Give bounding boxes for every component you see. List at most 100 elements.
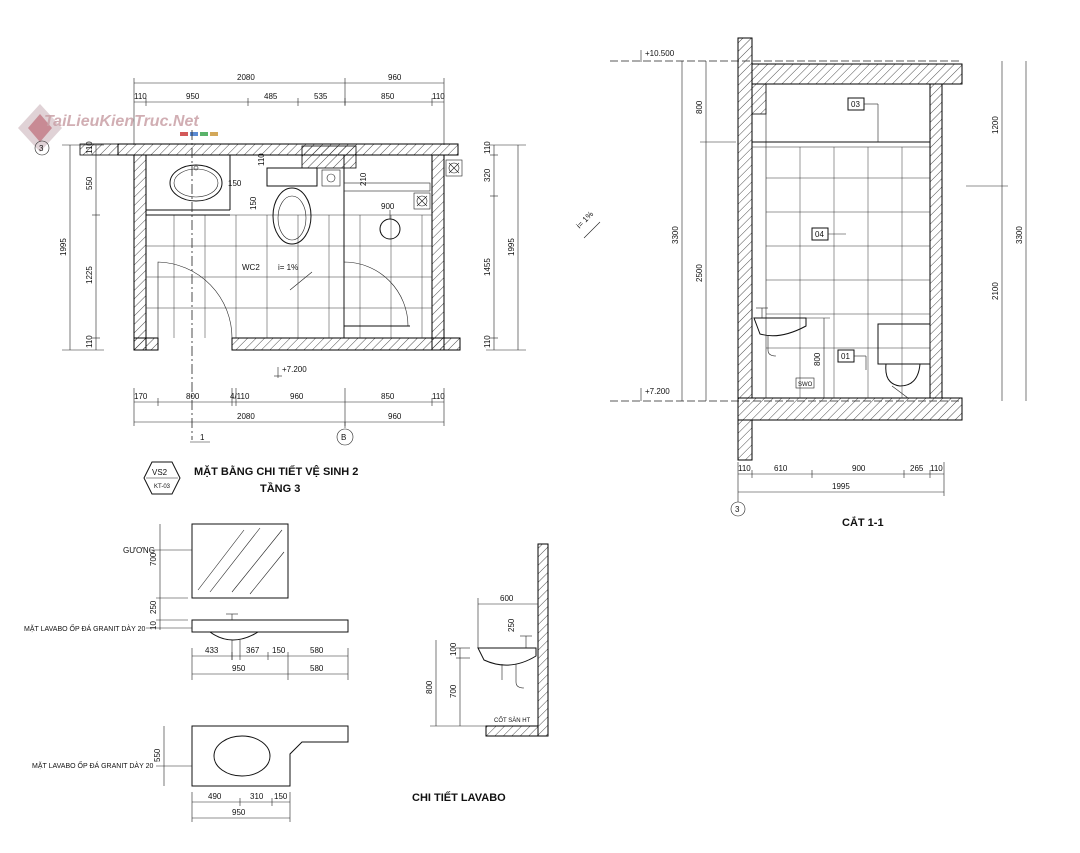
mirror-icon: [191, 523, 289, 599]
plan-bottom-2: 310: [250, 792, 264, 801]
counter-label: MẶT LAVABO ỐP ĐÁ GRANIT DÀY 20: [24, 623, 145, 633]
section-title: CẮT 1-1: [842, 516, 884, 529]
dim-left-3: 1225: [85, 266, 94, 284]
floor-label: CỐT SÀN HT: [494, 717, 531, 724]
counter-basin-icon: [213, 735, 271, 777]
dim-bottom-3: 4/110: [230, 392, 250, 401]
section-bottom-dim-4: 265: [910, 464, 924, 473]
dim-bottom-2: 800: [186, 392, 200, 401]
dim-inner-4: 210: [359, 172, 368, 186]
elev-bottom-1: 433: [205, 646, 219, 655]
counter-plan: [191, 725, 349, 787]
section-sink-height: 800: [813, 352, 822, 366]
grid-marker-3: 3: [39, 144, 44, 153]
elev-total-2: 580: [310, 664, 324, 673]
door-swing-2: [343, 261, 409, 338]
dim-inner-2: 150: [249, 196, 258, 210]
section-bottom-dim-2: 610: [774, 464, 788, 473]
elev-dim-3: 10: [149, 621, 158, 630]
plan-sink-icon: [169, 164, 223, 202]
dim-bottom-5: 850: [381, 392, 395, 401]
side-dim-800: 800: [425, 680, 434, 694]
grid-bubble-3: [34, 140, 50, 156]
elev-bottom-3: 150: [272, 646, 286, 655]
elev-total-1: 950: [232, 664, 246, 673]
tag-01-text: 01: [841, 352, 850, 361]
door-swing-1: [157, 261, 233, 339]
floor-plan: 2080 960 110 950 485 535 850 110: [34, 73, 526, 495]
plan-dim-550: 550: [153, 748, 162, 762]
section-right-dim-2: 2100: [991, 282, 1000, 300]
room-label: WC2: [242, 263, 260, 272]
grid-bubble-b: [336, 428, 354, 446]
dim-left-total: 1995: [59, 238, 68, 256]
elev-dim-2: 250: [149, 600, 158, 614]
dim-top-6: 110: [432, 92, 445, 101]
plan-slope: i= 1%: [278, 263, 298, 272]
dim-inner-3: 110: [257, 153, 266, 166]
plan-bottom-3: 150: [274, 792, 288, 801]
section-bottom-dim-5: 110: [930, 464, 943, 473]
grid-marker-b: B: [341, 433, 346, 442]
dim-top-5: 850: [381, 92, 395, 101]
plan-tag-top: VS2: [152, 468, 168, 477]
counter-elevation: [191, 619, 349, 633]
wall-tiles: [766, 147, 930, 398]
section-grid-bubble: [730, 501, 746, 517]
watermark-text: TaiLieuKienTruc.Net: [44, 113, 199, 130]
dim-top-3: 485: [264, 92, 278, 101]
elev-bottom-2: 367: [246, 646, 260, 655]
floor-drain-icon: [413, 192, 431, 210]
plan-bottom-1: 490: [208, 792, 222, 801]
dim-bottom-4: 960: [290, 392, 304, 401]
watermark-logo: TaiLieuKienTruc.Net: [18, 104, 218, 152]
dim-right-total: 1995: [507, 238, 516, 256]
grid-marker-1: 1: [200, 433, 205, 442]
dim-top-1: 110: [134, 92, 147, 101]
dim-left-1: 110: [85, 141, 94, 154]
dim-bottom-total-2: 960: [388, 412, 402, 421]
side-sink-icon: [477, 635, 537, 689]
dim-right-1: 110: [483, 141, 492, 154]
section-level-bottom: +7.200: [645, 387, 670, 396]
floor-drain-icon-2: [445, 159, 463, 177]
elev-bottom-4: 580: [310, 646, 324, 655]
dim-left-2: 550: [85, 176, 94, 190]
tag-04-text: 04: [815, 230, 824, 239]
dim-inner-1: 150: [228, 179, 242, 188]
plan-bottom-total: 950: [232, 808, 246, 817]
section-slope: i= 1%: [575, 210, 596, 231]
dim-top-total-1: 2080: [237, 73, 255, 82]
plan-tag: VS2 KT-03: [143, 461, 181, 495]
floor-tiles: [146, 155, 432, 338]
section-1-1: i= 1% +10.500 +7.200: [575, 37, 1027, 529]
side-dim-250: 250: [507, 618, 516, 632]
section-bottom-dim-1: 110: [738, 464, 751, 473]
section-plate-text: SWO: [798, 382, 813, 388]
dim-top-2: 950: [186, 92, 200, 101]
dim-right-3: 1455: [483, 258, 492, 276]
plan-subtitle: TẦNG 3: [260, 482, 300, 495]
plan-title: MẶT BẰNG CHI TIẾT VỆ SINH 2: [194, 465, 358, 478]
plan-toilet-icon: [272, 187, 312, 245]
dim-right-2: 320: [483, 168, 492, 182]
elev-dim-1: 700: [149, 552, 158, 566]
section-left-dim-1: 800: [695, 100, 704, 114]
mirror-label: GƯƠNG: [123, 546, 155, 555]
section-bottom-total: 1995: [832, 482, 850, 491]
section-bottom-dim-3: 900: [852, 464, 866, 473]
dim-right-4: 110: [483, 335, 492, 348]
lavabo-detail: GƯƠNG 700 250 10 MẶT LAVABO ỐP ĐÁ GRANIT…: [24, 523, 549, 822]
dim-top-total-2: 960: [388, 73, 402, 82]
plan-toilet-tank-icon: [266, 167, 318, 187]
side-dim-700: 700: [449, 684, 458, 698]
dim-inner-5: 900: [381, 202, 395, 211]
detail-title: CHI TIẾT LAVABO: [412, 791, 506, 804]
plan-basin-icon: [379, 218, 401, 240]
dim-bottom-total-1: 2080: [237, 412, 255, 421]
counter-label-2: MẶT LAVABO ỐP ĐÁ GRANIT DÀY 20: [32, 760, 153, 770]
section-grid: 3: [735, 505, 740, 514]
dim-left-4: 110: [85, 335, 94, 348]
tag-03-text: 03: [851, 100, 860, 109]
